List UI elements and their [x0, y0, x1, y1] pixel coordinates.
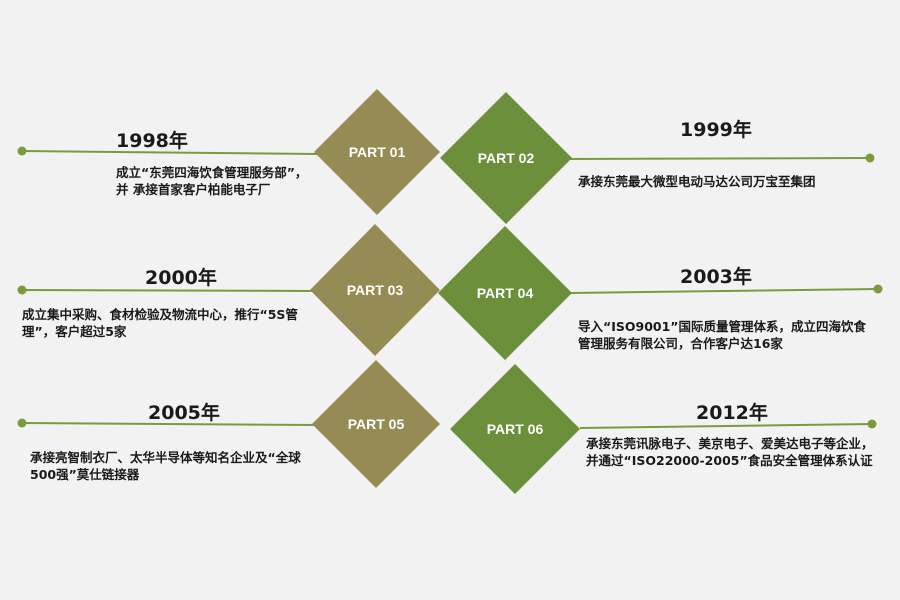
timeline-dot-2005	[17, 418, 27, 428]
desc-2005: 承接亮智制衣厂、太华半导体等知名企业及“全球500强”莫仕链接器	[30, 450, 301, 482]
year-1999: 1999年	[680, 119, 752, 141]
timeline-line-1999	[567, 157, 871, 160]
year-1998: 1998年	[116, 130, 188, 152]
year-2003: 2003年	[680, 266, 752, 288]
year-2012: 2012年	[696, 402, 768, 424]
part-05-diamond: PART 05	[312, 360, 440, 488]
year-2000: 2000年	[145, 267, 217, 289]
part-02-label: PART 02	[478, 150, 535, 166]
part-03-diamond: PART 03	[310, 224, 440, 356]
desc-1999: 承接东莞最大微型电动马达公司万宝至集团	[578, 174, 816, 189]
timeline-dot-1998	[17, 146, 27, 156]
part-01-diamond: PART 01	[314, 89, 440, 215]
timeline-dot-2012	[867, 419, 877, 429]
timeline-line-2000	[21, 289, 319, 292]
part-02-diamond: PART 02	[440, 92, 572, 224]
timeline-line-2012	[579, 423, 873, 429]
part-03-label: PART 03	[347, 282, 404, 298]
timeline-dot-1999	[865, 153, 875, 163]
part-06-label: PART 06	[487, 421, 544, 437]
part-06-diamond: PART 06	[450, 364, 580, 494]
desc-2003: 导入“ISO9001”国际质量管理体系，成立四海饮食管理服务有限公司，合作客户达…	[578, 319, 867, 351]
desc-1998: 成立“东莞四海饮食管理服务部”，并 承接首家客户柏能电子厂	[116, 165, 308, 197]
timeline-dot-2003	[873, 284, 883, 294]
part-04-label: PART 04	[477, 285, 534, 301]
part-04-diamond: PART 04	[438, 226, 572, 360]
desc-2000: 成立集中采购、食材检验及物流中心，推行“5S管理”，客户超过5家	[22, 307, 298, 339]
timeline-line-1998	[21, 150, 319, 155]
timeline-line-2003	[569, 288, 879, 294]
part-05-label: PART 05	[348, 416, 405, 432]
year-2005: 2005年	[148, 402, 220, 424]
timeline-line-2005	[21, 422, 319, 426]
part-01-label: PART 01	[349, 144, 406, 160]
desc-2012: 承接东莞讯脉电子、美京电子、爱美达电子等企业，并通过“ISO22000-2005…	[586, 436, 874, 468]
timeline-dot-2000	[17, 285, 27, 295]
